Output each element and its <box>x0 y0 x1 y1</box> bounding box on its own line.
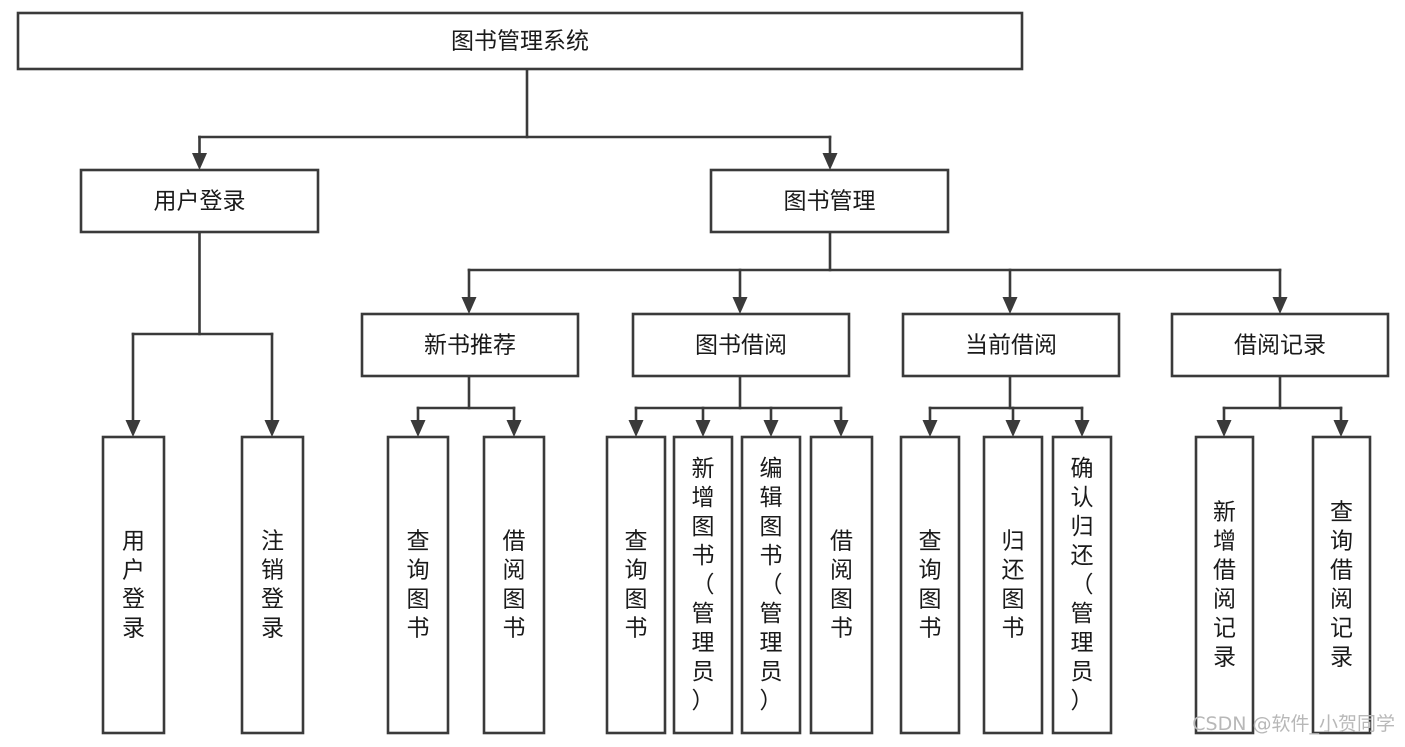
node-label-leaf-add-borrow-record: 新增借阅记录 <box>1213 499 1236 670</box>
node-box-root <box>16 11 1024 71</box>
node-box-leaf-confirm-return-admin <box>1051 435 1113 735</box>
arrow-borrow-record-icon <box>1272 297 1288 314</box>
arrow-leaf-borrow-rec-icon <box>506 420 522 437</box>
node-leaf-edit-book-admin[interactable]: 编辑图书（管理员） <box>740 435 802 735</box>
node-label-leaf-query-borrow-record: 查询借阅记录 <box>1330 499 1353 670</box>
node-label-root: 图书管理系统 <box>451 29 589 55</box>
node-label-leaf-borrow-book-rec: 借阅图书 <box>503 528 526 641</box>
arrow-book-management-icon <box>822 153 838 170</box>
node-label-book-borrow: 图书借阅 <box>695 333 787 359</box>
node-root[interactable]: 图书管理系统 <box>16 11 1024 71</box>
node-box-book-management <box>709 168 950 234</box>
node-user-login[interactable]: 用户登录 <box>79 168 320 234</box>
arrow-leaf-add-record-icon <box>1216 420 1232 437</box>
node-leaf-return-book[interactable]: 归还图书 <box>982 435 1044 735</box>
arrow-user-login-icon <box>192 153 207 170</box>
node-book-borrow[interactable]: 图书借阅 <box>631 312 851 378</box>
node-label-borrow-record: 借阅记录 <box>1234 333 1326 359</box>
node-box-borrow-record <box>1170 312 1390 378</box>
node-leaf-query-book-current[interactable]: 查询图书 <box>899 435 961 735</box>
node-label-user-login: 用户登录 <box>154 189 246 215</box>
node-borrow-record[interactable]: 借阅记录 <box>1170 312 1390 378</box>
node-new-book-recommend[interactable]: 新书推荐 <box>360 312 580 378</box>
node-box-leaf-query-borrow-record <box>1311 435 1372 735</box>
node-label-leaf-edit-book-admin: 编辑图书（管理员） <box>760 456 783 714</box>
node-leaf-user-login[interactable]: 用户登录 <box>101 435 166 735</box>
node-box-leaf-borrow-book <box>809 435 874 735</box>
node-label-leaf-confirm-return-admin: 确认归还（管理员） <box>1071 456 1094 714</box>
arrow-leaf-user-login-icon <box>125 420 141 437</box>
node-box-leaf-query-book-rec <box>386 435 450 735</box>
node-leaf-add-book-admin[interactable]: 新增图书（管理员） <box>672 435 734 735</box>
node-label-new-book-recommend: 新书推荐 <box>424 333 516 359</box>
node-book-management[interactable]: 图书管理 <box>709 168 950 234</box>
arrow-leaf-return-book-icon <box>1005 420 1021 437</box>
node-leaf-query-book-rec[interactable]: 查询图书 <box>386 435 450 735</box>
arrow-leaf-confirm-return-icon <box>1074 420 1090 437</box>
node-box-leaf-query-book-borrow <box>605 435 667 735</box>
node-leaf-query-book-borrow[interactable]: 查询图书 <box>605 435 667 735</box>
node-box-leaf-return-book <box>982 435 1044 735</box>
node-label-leaf-return-book: 归还图书 <box>1002 528 1025 641</box>
arrow-new-book-icon <box>461 297 477 314</box>
arrow-book-borrow-icon <box>732 297 748 314</box>
arrow-leaf-query-rec-icon <box>410 420 426 437</box>
node-label-leaf-borrow-book: 借阅图书 <box>830 528 853 641</box>
node-label-leaf-logout-login: 注销登录 <box>261 528 284 641</box>
arrow-current-borrow-icon <box>1002 297 1018 314</box>
arrow-heads-layer <box>125 153 1349 437</box>
node-leaf-borrow-book-rec[interactable]: 借阅图书 <box>482 435 546 735</box>
arrow-leaf-borrow-book-icon <box>833 420 849 437</box>
node-box-leaf-add-book-admin <box>672 435 734 735</box>
node-leaf-logout-login[interactable]: 注销登录 <box>240 435 305 735</box>
node-leaf-confirm-return-admin[interactable]: 确认归还（管理员） <box>1051 435 1113 735</box>
node-current-borrow[interactable]: 当前借阅 <box>901 312 1121 378</box>
node-label-leaf-query-book-borrow: 查询图书 <box>625 528 648 641</box>
node-box-leaf-add-borrow-record <box>1194 435 1255 735</box>
node-label-leaf-query-book-current: 查询图书 <box>919 528 942 641</box>
arrow-leaf-query-cb-icon <box>922 420 938 437</box>
node-box-new-book-recommend <box>360 312 580 378</box>
arrow-leaf-edit-book-icon <box>763 420 779 437</box>
node-box-book-borrow <box>631 312 851 378</box>
node-box-user-login <box>79 168 320 234</box>
node-leaf-add-borrow-record[interactable]: 新增借阅记录 <box>1194 435 1255 735</box>
node-label-leaf-add-book-admin: 新增图书（管理员） <box>692 456 715 714</box>
node-leaf-query-borrow-record[interactable]: 查询借阅记录 <box>1311 435 1372 735</box>
node-label-leaf-query-book-rec: 查询图书 <box>407 528 430 641</box>
node-box-leaf-edit-book-admin <box>740 435 802 735</box>
nodes-layer: 图书管理系统用户登录图书管理新书推荐图书借阅当前借阅借阅记录用户登录注销登录查询… <box>16 11 1390 735</box>
node-box-leaf-user-login <box>101 435 166 735</box>
node-label-current-borrow: 当前借阅 <box>965 333 1057 359</box>
arrow-leaf-logout-icon <box>264 420 280 437</box>
node-leaf-borrow-book[interactable]: 借阅图书 <box>809 435 874 735</box>
node-label-book-management: 图书管理 <box>784 189 876 215</box>
node-box-current-borrow <box>901 312 1121 378</box>
node-box-leaf-borrow-book-rec <box>482 435 546 735</box>
arrow-leaf-query-bb-icon <box>628 420 644 437</box>
csdn-watermark: CSDN @软件_小贺同学 <box>1192 713 1395 735</box>
node-box-leaf-query-book-current <box>899 435 961 735</box>
arrow-leaf-add-book-icon <box>695 420 711 437</box>
node-label-leaf-user-login: 用户登录 <box>122 528 145 641</box>
node-box-leaf-logout-login <box>240 435 305 735</box>
arrow-leaf-query-record-icon <box>1333 420 1349 437</box>
